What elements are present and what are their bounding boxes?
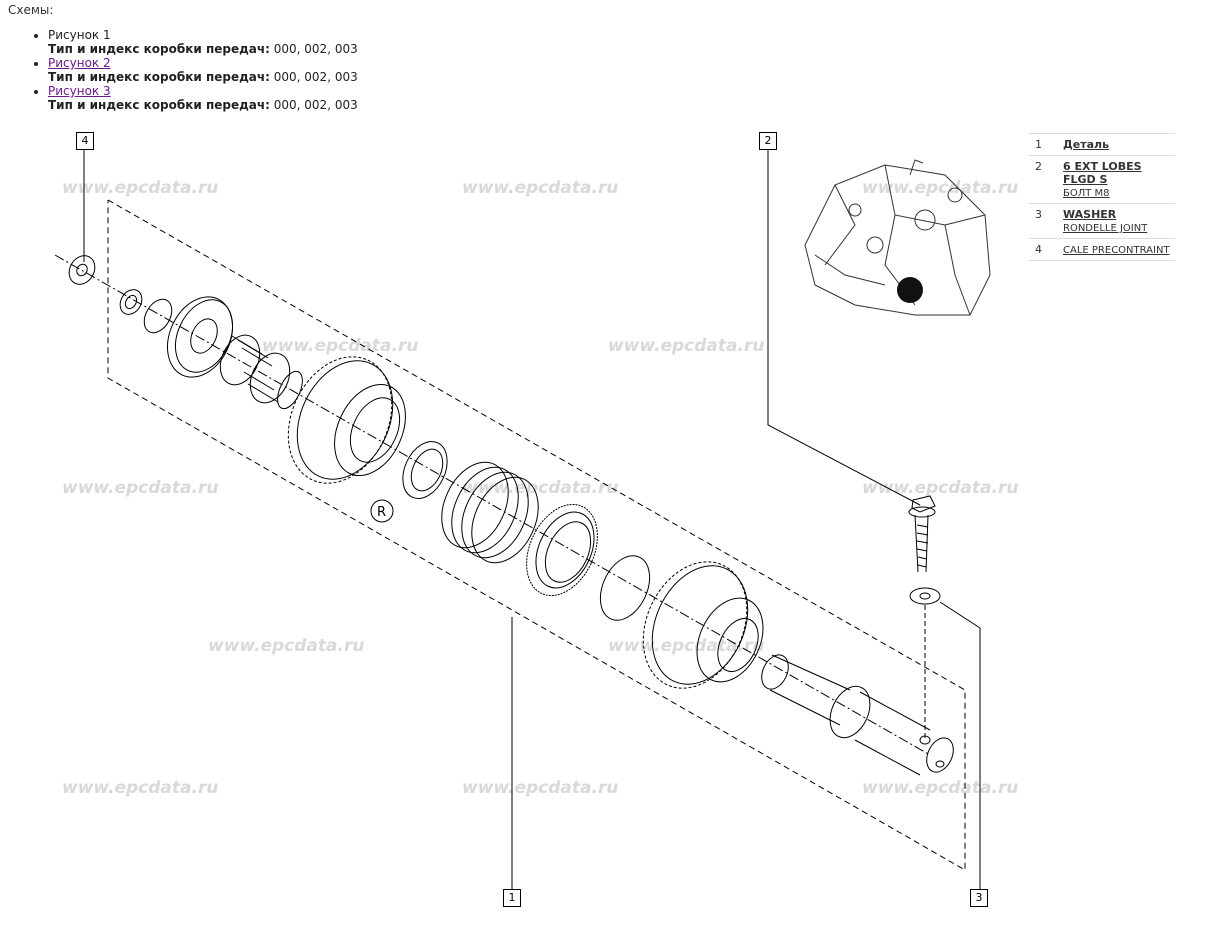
part-sub-link[interactable]: CALE PRECONTRAINT: [1063, 245, 1170, 256]
scheme-meta: Тип и индекс коробки передач: 000, 002, …: [48, 70, 358, 84]
scheme-link[interactable]: Рисунок 2: [48, 56, 111, 70]
watermark: www.epcdata.ru: [208, 636, 365, 656]
exploded-diagram: R: [54, 149, 981, 890]
table-row: 2 6 EXT LOBES FLGD S БОЛТ М8: [1029, 155, 1175, 204]
bolt: [908, 495, 936, 573]
scheme-item: Рисунок 3 Тип и индекс коробки передач: …: [48, 84, 358, 112]
r-mark: R: [377, 505, 386, 520]
callout-1: 1: [503, 889, 521, 907]
part-sub-link[interactable]: RONDELLE JOINT: [1063, 223, 1148, 234]
watermark: www.epcdata.ru: [462, 478, 619, 498]
watermark: www.epcdata.ru: [608, 636, 765, 656]
synchro-ring: [526, 503, 598, 597]
small-ring: [119, 289, 143, 315]
watermark: www.epcdata.ru: [462, 178, 619, 198]
leader-3: [939, 601, 981, 890]
part-number: 1: [1029, 133, 1060, 156]
part-name-link[interactable]: WASHER: [1063, 208, 1117, 221]
parts-table: 1 Деталь 2 6 EXT LOBES FLGD S БОЛТ М8 3 …: [1029, 133, 1175, 261]
part-number: 3: [1029, 203, 1060, 239]
watermark: www.epcdata.ru: [608, 336, 765, 356]
table-row: 4 CALE PRECONTRAINT: [1029, 238, 1175, 261]
watermark: www.epcdata.ru: [62, 778, 219, 798]
part-number: 4: [1029, 238, 1060, 261]
schemes-title: Схемы:: [8, 3, 54, 17]
gearbox-thumbnail: [804, 159, 991, 316]
shim-washer: [68, 255, 96, 285]
seal-ring: [402, 441, 448, 499]
callout-3: 3: [970, 889, 988, 907]
watermark: www.epcdata.ru: [62, 178, 219, 198]
highlight-marker: [897, 277, 923, 303]
gear-2: [642, 561, 764, 689]
snap-ring: [143, 298, 173, 334]
thrust-disk: [167, 296, 233, 378]
circlip: [599, 555, 651, 621]
scheme-meta: Тип и индекс коробки передач: 000, 002, …: [48, 98, 358, 112]
gear-1: [277, 356, 406, 484]
washer-3: [909, 587, 941, 605]
axis-line: [54, 254, 931, 756]
watermark: www.epcdata.ru: [862, 478, 1019, 498]
part-name-link[interactable]: Деталь: [1063, 138, 1110, 151]
callout-4: 4: [76, 132, 94, 150]
shaft: [761, 654, 954, 776]
part-number: 2: [1029, 155, 1060, 204]
table-row: 3 WASHER RONDELLE JOINT: [1029, 203, 1175, 239]
table-row: 1 Деталь: [1029, 133, 1175, 156]
watermark: www.epcdata.ru: [62, 478, 219, 498]
scheme-meta: Тип и индекс коробки передач: 000, 002, …: [48, 42, 358, 56]
scheme-link[interactable]: Рисунок 3: [48, 84, 111, 98]
coil-spring: [441, 461, 539, 564]
part-name-link[interactable]: 6 EXT LOBES FLGD S: [1063, 160, 1142, 186]
part-sub-link[interactable]: БОЛТ М8: [1063, 188, 1110, 199]
leader-2: [767, 149, 921, 506]
scheme-label: Рисунок 1: [48, 28, 111, 42]
watermark: www.epcdata.ru: [862, 178, 1019, 198]
watermark: www.epcdata.ru: [862, 778, 1019, 798]
r-mark-circle: [370, 499, 394, 523]
watermark: www.epcdata.ru: [462, 778, 619, 798]
dashed-boundary: [107, 199, 966, 871]
needle-bearing: [219, 334, 291, 404]
schemes-list: Рисунок 1 Тип и индекс коробки передач: …: [30, 28, 358, 112]
scheme-item: Рисунок 2 Тип и индекс коробки передач: …: [48, 56, 358, 84]
scheme-item: Рисунок 1 Тип и индекс коробки передач: …: [48, 28, 358, 56]
watermark: www.epcdata.ru: [262, 336, 419, 356]
callout-2: 2: [759, 132, 777, 150]
